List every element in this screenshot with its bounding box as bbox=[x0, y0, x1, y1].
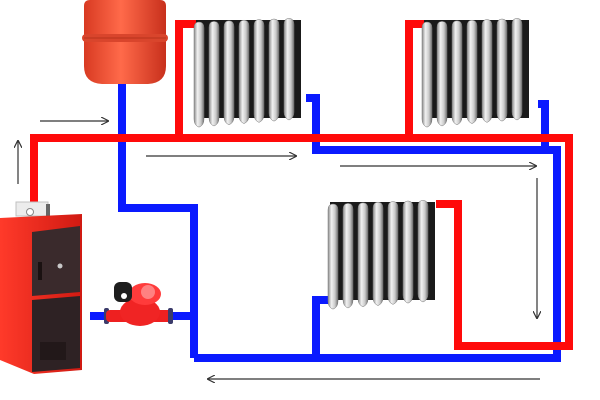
radiator-section bbox=[193, 21, 205, 128]
radiator-section bbox=[357, 202, 369, 308]
radiator-icon bbox=[193, 18, 301, 128]
return-pipe-bottom-main bbox=[194, 94, 561, 362]
radiator-section bbox=[511, 18, 523, 121]
supply-pipe-boiler-riser bbox=[30, 134, 573, 350]
radiator-icon bbox=[421, 18, 529, 128]
radiator-section bbox=[372, 201, 384, 306]
expansion-tank-icon bbox=[82, 0, 168, 84]
radiator-section bbox=[327, 203, 339, 310]
return-pipe-radiator-3 bbox=[312, 296, 328, 358]
supply-pipe-radiator-1 bbox=[175, 20, 196, 138]
radiator-section bbox=[268, 18, 280, 122]
radiator-section bbox=[436, 21, 448, 127]
radiator-section bbox=[387, 201, 399, 305]
radiator-section bbox=[223, 20, 235, 126]
radiator-section bbox=[451, 20, 463, 126]
circulation-pump-icon bbox=[104, 282, 173, 326]
radiator-icon bbox=[327, 200, 435, 310]
flow-arrows bbox=[18, 121, 540, 379]
radiator-section bbox=[417, 200, 429, 303]
radiator-section bbox=[496, 18, 508, 122]
supply-pipe-radiator-2 bbox=[405, 20, 424, 138]
radiator-section bbox=[208, 21, 220, 127]
radiator-section bbox=[481, 19, 493, 123]
supply-pipes bbox=[30, 20, 573, 350]
radiator-section bbox=[466, 19, 478, 124]
radiator-section bbox=[402, 200, 414, 304]
radiator-section bbox=[421, 21, 433, 128]
radiator-section bbox=[253, 19, 265, 123]
return-pipe-radiator-2 bbox=[538, 100, 549, 150]
return-pipe-tank-drop bbox=[118, 80, 198, 358]
boiler-icon bbox=[0, 201, 82, 374]
radiator-section bbox=[342, 203, 354, 309]
radiator-section bbox=[283, 18, 295, 121]
radiator-section bbox=[238, 19, 250, 124]
